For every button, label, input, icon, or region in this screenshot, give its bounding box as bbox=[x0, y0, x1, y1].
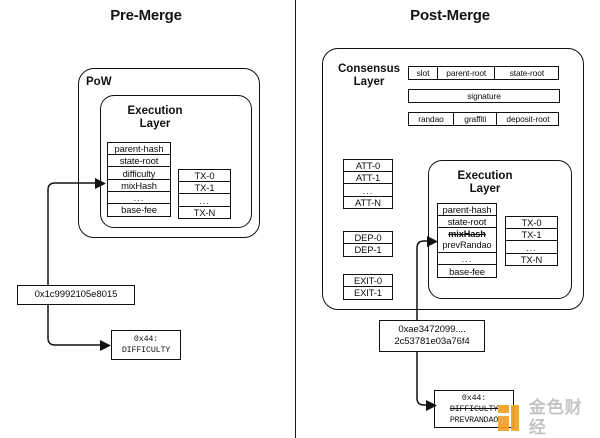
field-slot: slot bbox=[408, 66, 438, 80]
watermark-logo-icon bbox=[498, 405, 524, 431]
pre-transaction-list: TX-0 TX-1 ... TX-N bbox=[178, 169, 231, 220]
post-transaction-list: TX-0 TX-1 ... TX-N bbox=[505, 216, 558, 267]
consensus-row-2: signature bbox=[408, 89, 560, 103]
field-parent-hash: parent-hash bbox=[107, 142, 171, 156]
page-title-pre-merge: Pre-Merge bbox=[110, 7, 182, 24]
post-opcode-old-name: DIFFICULTY bbox=[449, 403, 499, 414]
post-execution-layer-label: Execution Layer bbox=[457, 170, 513, 195]
post-opcode-new-name: PREVRANDAO bbox=[449, 414, 499, 425]
post-randao-value: 0xae3472099.... 2c53781e03a76f4 bbox=[394, 324, 470, 347]
exit-list: EXIT-0 EXIT-1 bbox=[343, 274, 393, 300]
field-mixhash-struck: mixHash bbox=[448, 229, 486, 240]
attestation-list: ATT-0 ATT-1 ... ATT-N bbox=[343, 159, 393, 210]
field-signature: signature bbox=[408, 89, 560, 103]
consensus-row-3: randao graffiti deposit-root bbox=[408, 112, 560, 126]
field-prevrandao: prevRandao bbox=[442, 240, 492, 251]
field-deposit-root: deposit-root bbox=[496, 112, 560, 126]
pre-opcode-box: 0x44: DIFFICULTY bbox=[111, 330, 181, 360]
pre-difficulty-value: 0x1c9992105e8015 bbox=[34, 289, 118, 300]
att-n: ATT-N bbox=[343, 195, 393, 210]
consensus-row-1: slot parent-root state-root bbox=[408, 66, 560, 80]
consensus-layer-label: Consensus Layer bbox=[338, 63, 400, 88]
tx-n: TX-N bbox=[505, 252, 558, 267]
watermark-text: 金色财经 bbox=[528, 398, 583, 437]
deposit-list: DEP-0 DEP-1 bbox=[343, 231, 393, 257]
dep-1: DEP-1 bbox=[343, 243, 393, 257]
post-randao-value-box: 0xae3472099.... 2c53781e03a76f4 bbox=[379, 320, 485, 352]
field-mixhash-prevrandao: mixHash prevRandao bbox=[437, 227, 497, 254]
pre-difficulty-value-box: 0x1c9992105e8015 bbox=[17, 285, 135, 305]
field-graffiti: graffiti bbox=[452, 112, 498, 126]
field-randao: randao bbox=[408, 112, 454, 126]
watermark: 金色财经 bbox=[498, 398, 600, 438]
pow-label: PoW bbox=[86, 76, 112, 88]
tx-n: TX-N bbox=[178, 205, 231, 220]
pre-opcode-name: DIFFICULTY bbox=[121, 345, 171, 355]
field-parent-hash: parent-hash bbox=[437, 203, 497, 217]
post-opcode-code: 0x44: bbox=[461, 392, 487, 403]
field-parent-root: parent-root bbox=[436, 66, 496, 80]
pre-block-header-fields: parent-hash state-root difficulty mixHas… bbox=[107, 142, 171, 217]
field-state-root: state-root bbox=[494, 66, 560, 80]
pre-execution-layer-label: Execution Layer bbox=[127, 105, 183, 130]
exit-1: EXIT-1 bbox=[343, 286, 393, 300]
pre-opcode-code: 0x44: bbox=[133, 334, 159, 344]
page-title-post-merge: Post-Merge bbox=[410, 7, 490, 24]
panel-divider bbox=[295, 0, 296, 438]
field-base-fee: base-fee bbox=[107, 203, 171, 217]
field-base-fee: base-fee bbox=[437, 264, 497, 278]
post-block-header-fields: parent-hash state-root mixHash prevRanda… bbox=[437, 203, 497, 278]
